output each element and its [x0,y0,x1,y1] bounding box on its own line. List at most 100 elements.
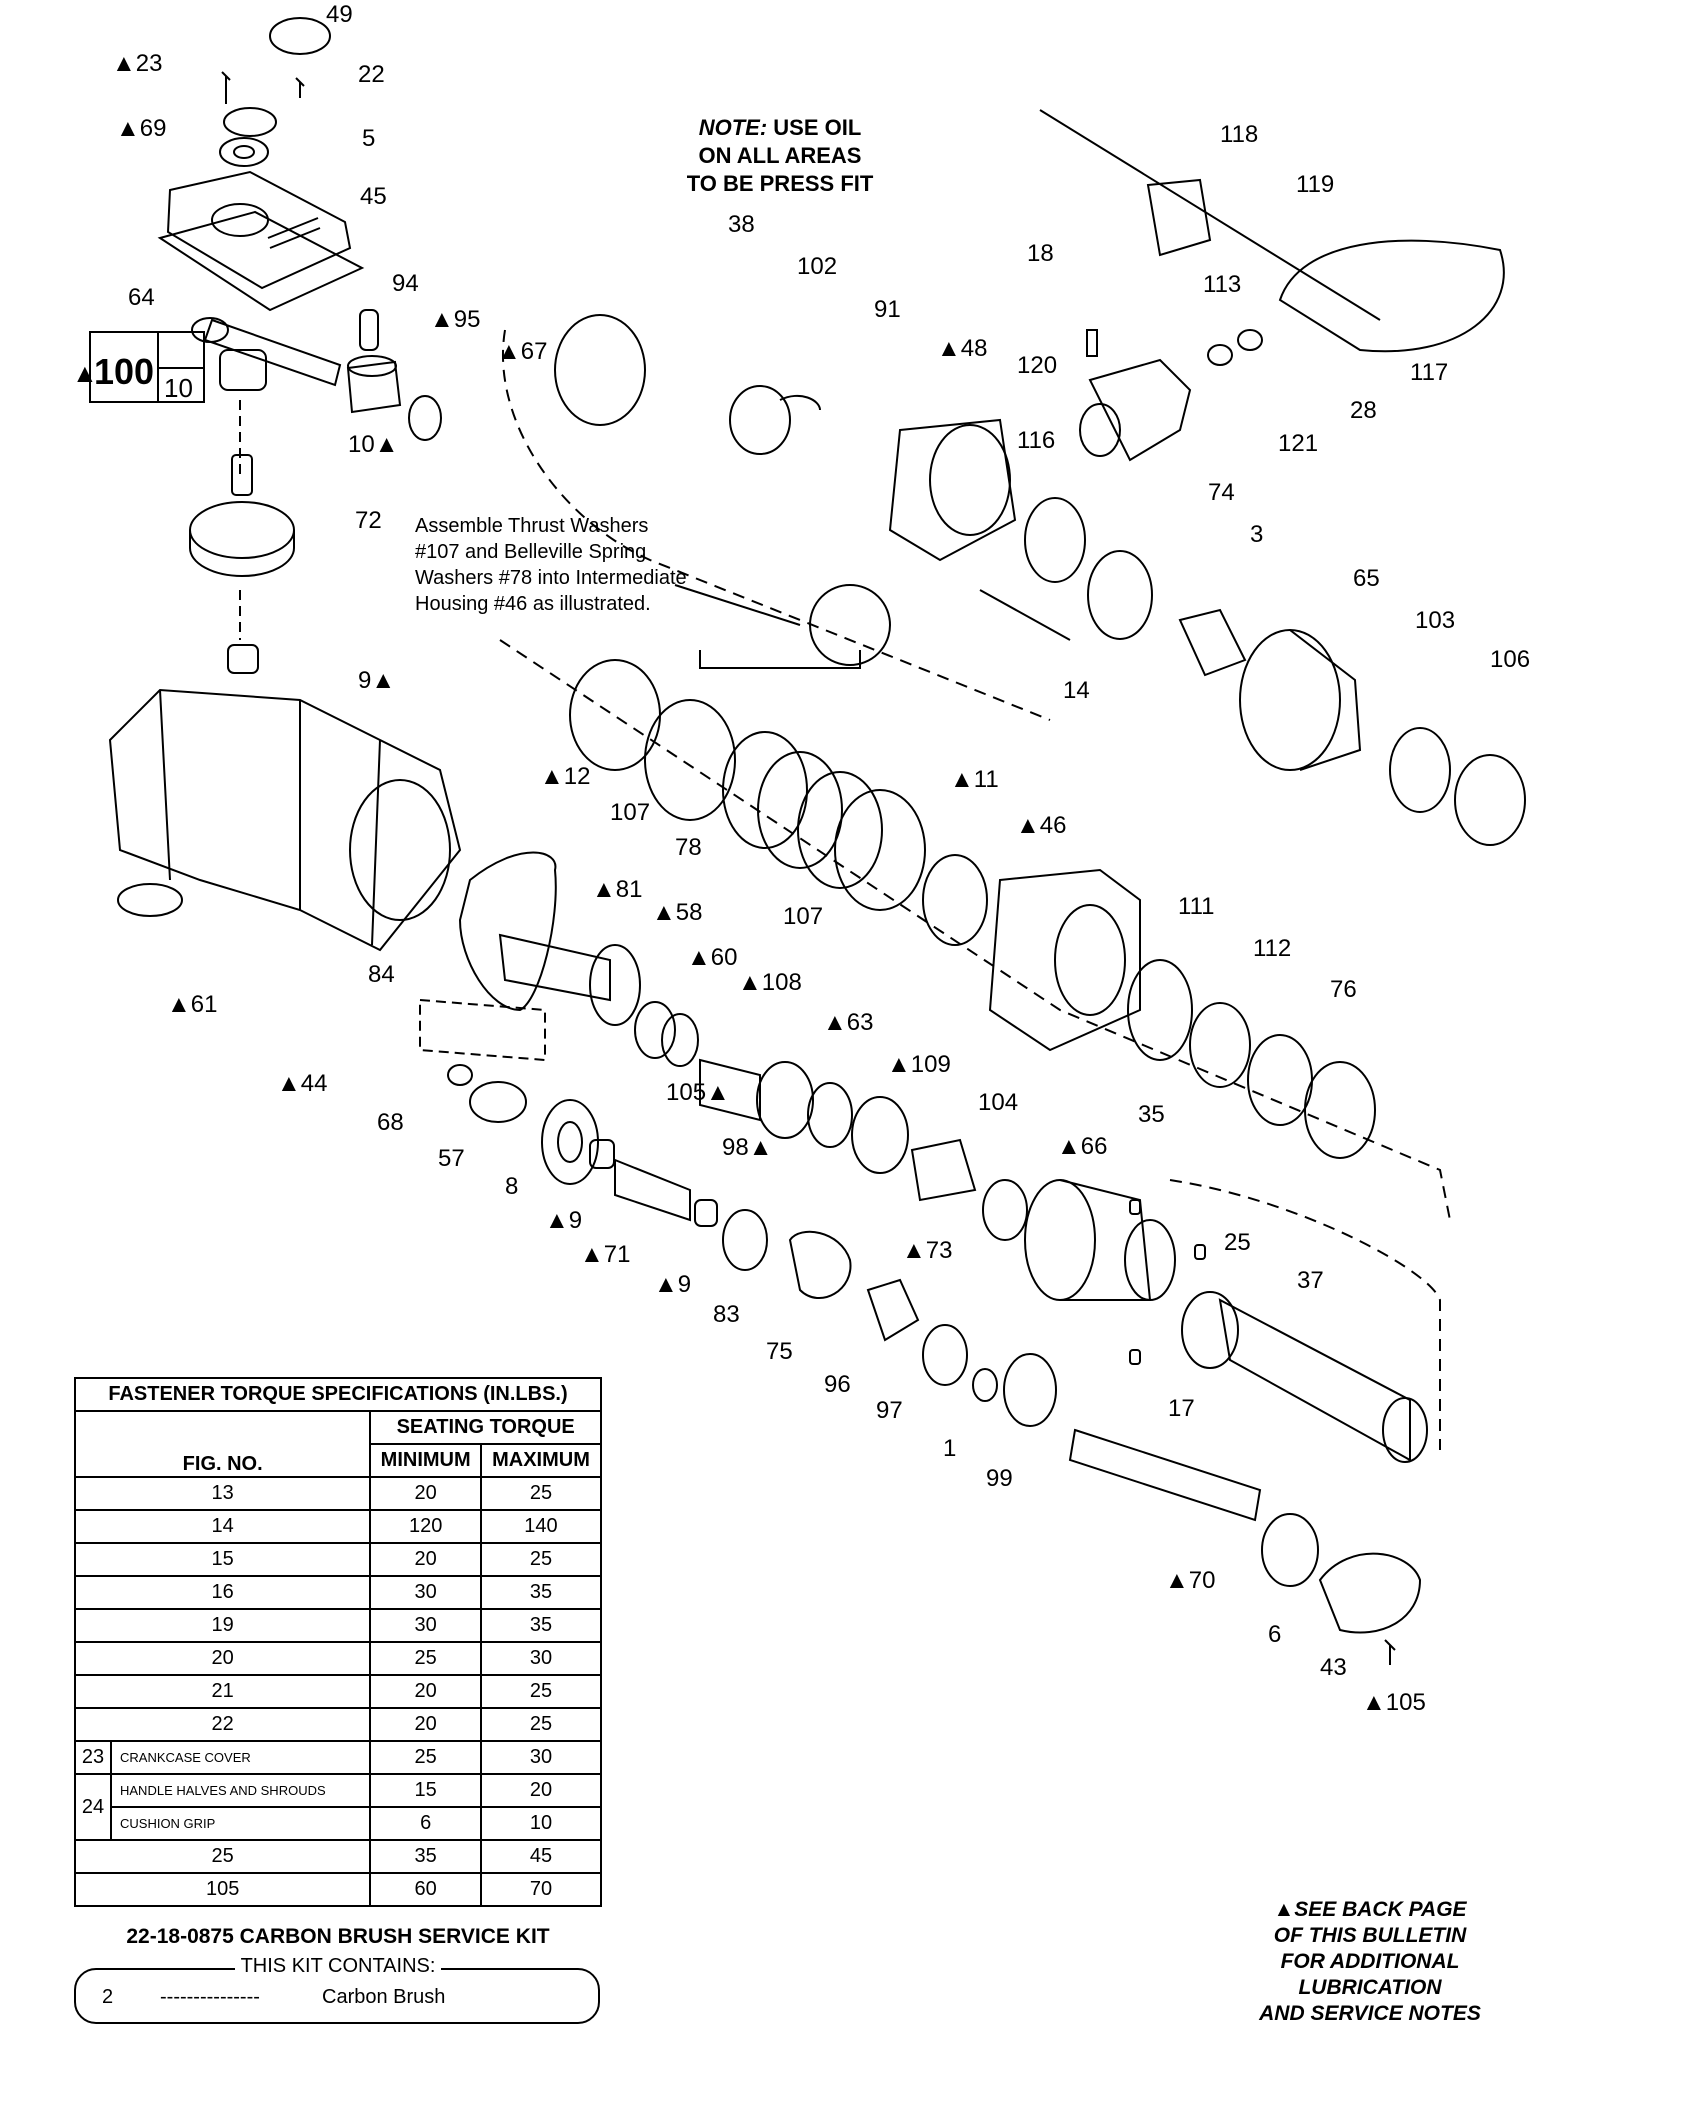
assemble-line: Assemble Thrust Washers [415,515,649,537]
part-71-spindle [614,1158,691,1222]
kit-100-number: 100 [94,351,154,392]
part-label: 99 [986,1465,1013,1492]
part-64-gasket [157,210,365,312]
part-label: ▲44 [277,1070,327,1097]
seating-header: SEATING TORQUE [369,1410,602,1445]
fig-cell: 13 [73,1476,372,1511]
kit-contains-label: THIS KIT CONTAINS: [234,1955,442,1977]
see-back-line: ▲SEE BACK PAGE [1273,1898,1467,1921]
max-cell: 10 [479,1806,603,1841]
kit-100-sub: 10 [164,373,193,403]
part-108-washer [756,1061,814,1139]
fig-cell: 20 [73,1641,372,1676]
fig-cell: 23 [74,1740,112,1775]
svg-text:▲: ▲ [72,358,98,388]
max-cell: 25 [479,1674,603,1709]
table-row: 24 HANDLE HALVES AND SHROUDS 15 20 [74,1773,603,1841]
part-label: 49 [326,1,353,28]
max-cell: 30 [479,1641,603,1676]
part-9-bearing [227,644,259,674]
torque-title: FASTENER TORQUE SPECIFICATIONS (IN.LBS.) [74,1377,602,1412]
part-label: ▲9 [545,1207,582,1234]
max-cell: 20 [479,1773,603,1808]
part-label: 78 [675,834,702,861]
part-49-cap [269,17,331,55]
part-81-tube [498,933,611,1002]
min-cell: 20 [369,1707,482,1742]
part-label: 14 [1063,677,1090,704]
min-cell: 25 [369,1740,482,1775]
see-back-line: LUBRICATION [1298,1976,1442,1999]
part-label: 1 [943,1435,956,1462]
part-14-screw [979,589,1071,641]
part-label: ▲67 [497,338,547,365]
part-94-pin [359,309,379,351]
max-cell: 25 [479,1476,603,1511]
part-label: 3 [1250,521,1263,548]
part-67-oring [408,395,442,441]
part-76-part [1304,1061,1376,1159]
part-label: ▲11 [950,766,999,793]
part-label: 121 [1278,430,1318,457]
note-line3: TO BE PRESS FIT [686,171,874,196]
part-label: ▲71 [580,1241,630,1268]
part-75-spring [788,1230,852,1300]
see-back-line: FOR ADDITIONAL [1280,1950,1460,1973]
part-11-bearing [922,854,988,946]
torque-spec-table: FASTENER TORQUE SPECIFICATIONS (IN.LBS.)… [73,1377,603,1907]
press-fit-note: NOTE: USE OIL ON ALL AREAS TO BE PRESS F… [680,114,880,198]
part-label: 117 [1410,359,1448,386]
table-row: CUSHION GRIP 6 10 [75,1806,603,1841]
min-cell: 120 [369,1509,482,1544]
part-107b-washer [834,789,926,911]
part-48-housing [888,418,1017,562]
part-121-collar [1088,358,1192,462]
assemble-line: Housing #46 as illustrated. [415,593,651,615]
fig-cell: 14 [73,1509,372,1544]
part-38-spring [554,314,646,426]
min-cell: 20 [369,1674,482,1709]
min-cell: 6 [369,1806,482,1841]
part-103-part [1389,727,1451,813]
fig-cell: 16 [73,1575,372,1610]
part-label: 43 [1320,1654,1347,1681]
part-97-part [922,1324,968,1386]
part-72-gear [189,501,295,559]
part-label: 119 [1296,171,1334,198]
part-6-bearing [1261,1513,1319,1587]
kit-100-box: ▲ 100 10 [72,331,205,403]
part-label: 38 [728,211,755,238]
part-119-rod [1039,109,1381,321]
part-116-clamp [1024,497,1086,583]
part-120-part [1079,403,1121,457]
part-23-screw [221,71,231,104]
part-69-ring [223,107,277,137]
fig-cell: 15 [73,1542,372,1577]
part-65-housing [1239,629,1341,771]
part-70-spindle [1068,1428,1262,1522]
part-99-part [1003,1353,1057,1427]
part-96-part [866,1278,920,1342]
part-label: 35 [1138,1101,1165,1128]
part-46-housing [988,868,1141,1052]
part-8-bearing [541,1099,599,1185]
part-label: ▲69 [116,115,166,142]
part-111-part [1189,1002,1251,1088]
part-label: 76 [1330,976,1357,1003]
min-cell: 30 [369,1575,482,1610]
min-cell: 15 [369,1773,482,1808]
min-cell: 20 [369,1542,482,1577]
part-label: 28 [1350,397,1377,424]
part-112-part [1247,1034,1313,1126]
part-label: ▲61 [167,991,217,1018]
part-3-part [1178,608,1247,677]
part-label: ▲63 [823,1009,873,1036]
part-25-oring [1181,1291,1239,1369]
fig-cell: 105 [73,1872,372,1907]
